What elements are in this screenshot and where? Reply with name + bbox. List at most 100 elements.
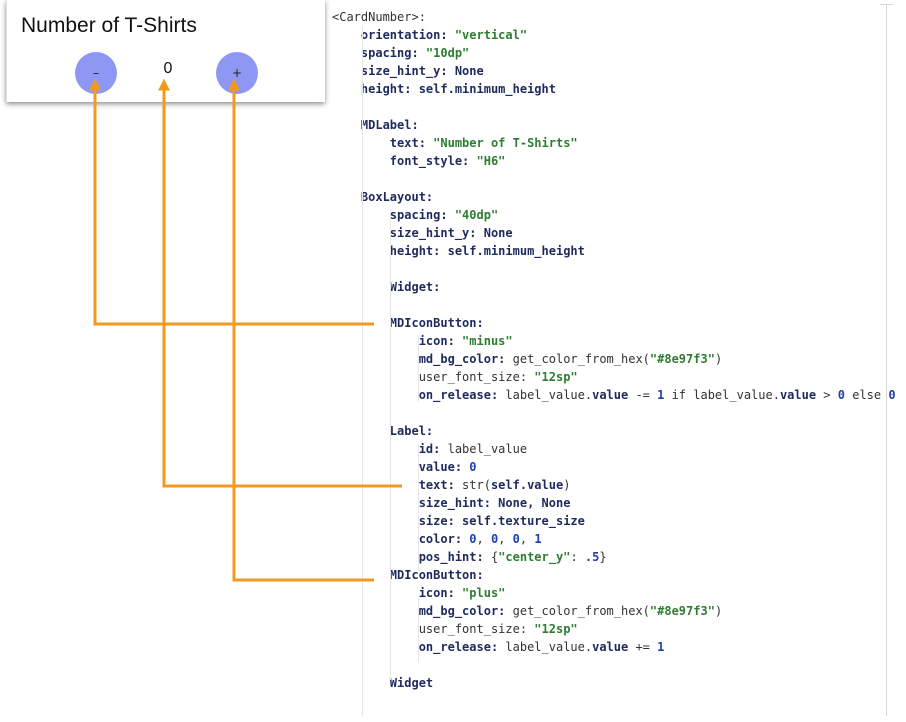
minus-icon: –: [93, 66, 99, 80]
code-token: MDIconButton:: [332, 568, 484, 582]
code-token: value:: [332, 460, 470, 474]
code-token: "#8e97f3": [649, 352, 715, 366]
indent-guide-line: [418, 598, 419, 662]
code-token: color:: [332, 532, 470, 546]
code-token: else: [845, 388, 889, 402]
code-line: on_release: label_value.value += 1: [332, 638, 665, 656]
code-token: "minus": [462, 334, 513, 348]
code-line: value: 0: [332, 458, 477, 476]
code-token: "Number of T-Shirts": [433, 136, 578, 150]
code-token: pos_hint:: [332, 550, 491, 564]
code-token: MDLabel:: [332, 118, 419, 132]
code-token: ): [714, 352, 723, 366]
code-token: user_font_size:: [332, 622, 535, 636]
code-line: size_hint_y: None: [332, 224, 513, 242]
code-token: get_color_from_hex(: [512, 352, 650, 366]
code-token: value: [592, 640, 629, 654]
card-title: Number of T-Shirts: [21, 14, 197, 37]
code-line: BoxLayout:: [332, 188, 433, 206]
code-line: orientation: "vertical": [332, 26, 527, 44]
code-token: size: self.texture_size: [332, 514, 585, 528]
code-token: height: self.minimum_height: [332, 244, 585, 258]
code-token: size_hint_y: None: [332, 64, 484, 78]
code-line: md_bg_color: get_color_from_hex("#8e97f3…: [332, 602, 722, 620]
indent-guide-line: [418, 336, 419, 402]
code-token: orientation:: [332, 28, 455, 42]
code-line: Widget:: [332, 278, 441, 296]
code-token: Widget: [332, 676, 434, 690]
code-token: self.value: [490, 478, 564, 492]
value-label-connector: [158, 78, 402, 488]
code-token: 0: [490, 532, 499, 546]
code-line: MDLabel:: [332, 116, 419, 134]
code-token: spacing:: [332, 46, 426, 60]
code-token: value: [779, 388, 817, 402]
code-line: spacing: "10dp": [332, 44, 469, 62]
indent-guide-line: [390, 210, 391, 680]
editor-right-rule: [886, 4, 887, 716]
code-line: user_font_size: "12sp": [332, 620, 578, 638]
code-line: size: self.texture_size: [332, 512, 585, 530]
code-line: Widget: [332, 674, 433, 692]
code-line: id: label_value: [332, 440, 527, 458]
code-token: height: self.minimum_height: [332, 82, 556, 96]
code-token: on_release:: [332, 640, 506, 654]
code-token: "H6": [476, 154, 506, 168]
code-token: get_color_from_hex(: [512, 604, 650, 618]
code-token: text:: [332, 478, 463, 492]
code-line: Label:: [332, 422, 433, 440]
code-line: font_style: "H6": [332, 152, 506, 170]
code-line: pos_hint: {"center_y": .5}: [332, 548, 607, 566]
code-token: label_value.: [505, 640, 593, 654]
count-value-label: 0: [163, 60, 173, 77]
code-token: ): [714, 604, 723, 618]
code-line: icon: "minus": [332, 332, 513, 350]
code-line: user_font_size: "12sp": [332, 368, 578, 386]
code-line: <CardNumber>:: [332, 8, 426, 26]
plus-button-connector: [228, 78, 374, 582]
code-token: icon:: [332, 586, 463, 600]
code-token: label_value.: [505, 388, 593, 402]
code-token: "center_y": [498, 550, 571, 564]
code-token: MDIconButton:: [332, 316, 484, 330]
code-token: "40dp": [454, 208, 499, 222]
code-token: id:: [332, 442, 448, 456]
code-line: on_release: label_value.value -= 1 if la…: [332, 386, 896, 404]
code-token: <CardNumber>:: [332, 10, 426, 24]
code-line: size_hint: None, None: [332, 494, 571, 512]
code-token: 0: [469, 532, 477, 546]
code-token: "10dp": [425, 46, 470, 60]
code-line: text: "Number of T-Shirts": [332, 134, 578, 152]
code-line: height: self.minimum_height: [332, 242, 585, 260]
code-token: user_font_size:: [332, 370, 535, 384]
code-line: text: str(self.value): [332, 476, 571, 494]
code-token: -=: [628, 388, 658, 402]
code-token: }: [599, 550, 607, 564]
code-token: label_value: [447, 442, 528, 456]
code-token: 1: [657, 640, 665, 654]
code-token: Widget:: [332, 280, 441, 294]
code-token: 1: [534, 532, 542, 546]
minus-button-connector: [89, 78, 374, 326]
code-token: 0: [512, 532, 520, 546]
code-token: spacing:: [332, 208, 455, 222]
editor-right-rule-cap: [880, 4, 894, 5]
code-line: spacing: "40dp": [332, 206, 498, 224]
code-line: icon: "plus": [332, 584, 506, 602]
code-token: on_release:: [332, 388, 506, 402]
code-token: :: [570, 550, 585, 564]
indent-guide-line: [362, 26, 363, 716]
code-token: 0: [469, 460, 477, 474]
code-line: size_hint_y: None: [332, 62, 484, 80]
plus-icon: +: [231, 66, 243, 80]
code-token: +=: [628, 640, 658, 654]
plus-button[interactable]: +: [216, 52, 258, 94]
code-token: >: [816, 388, 838, 402]
code-token: "12sp": [534, 370, 578, 384]
code-token: ,: [498, 532, 513, 546]
code-token: value: [592, 388, 629, 402]
code-token: Label:: [332, 424, 434, 438]
code-line: height: self.minimum_height: [332, 80, 556, 98]
code-token: str(: [462, 478, 491, 492]
